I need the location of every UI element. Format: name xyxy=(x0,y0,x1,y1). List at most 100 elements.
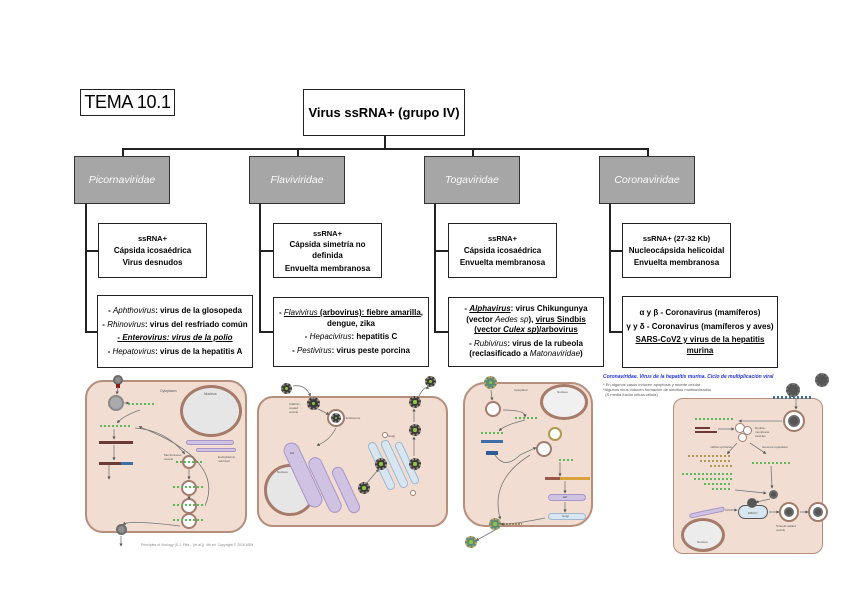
connector-corona xyxy=(647,148,649,156)
replication-complex xyxy=(181,480,197,496)
double-membrane-vesicle xyxy=(738,433,747,442)
label-cytoplasm: Cytoplasm xyxy=(160,389,177,393)
family-flaviviridae: Flaviviridae xyxy=(249,156,345,204)
species-item: - Pestivirus: virus peste porcina xyxy=(292,345,410,355)
cleaved-proteins-p3 xyxy=(121,462,133,465)
label-mrna-synthesis: mRNA synthesis xyxy=(710,445,733,449)
subgenomic-mrna xyxy=(704,483,732,485)
golgi-vesicle xyxy=(382,432,388,438)
arrow xyxy=(734,489,767,495)
label-membranous-vesicle: Membranous vesicle xyxy=(164,453,182,461)
root-node: Virus ssRNA+ (grupo IV) xyxy=(303,89,465,136)
arrow xyxy=(134,427,186,455)
species-coronaviridae: α y β - Coronavirus (mamíferos) γ y δ - … xyxy=(622,296,778,368)
arrow xyxy=(418,385,430,397)
label-er: ER xyxy=(563,495,568,499)
label-nucleus: Nucleus xyxy=(277,470,288,474)
info-genome: ssRNA+ xyxy=(488,233,517,243)
arrow xyxy=(494,447,537,463)
arrow xyxy=(500,517,546,526)
progeny-rna xyxy=(173,504,205,506)
topic-title: TEMA 10.1 xyxy=(80,89,175,116)
virion-released xyxy=(425,376,436,387)
species-item: α y β - Coronavirus (mamíferos) xyxy=(639,308,761,317)
structural-polyprotein-e xyxy=(560,477,590,480)
replication-spherule xyxy=(548,427,562,441)
replicating-rna xyxy=(176,461,204,463)
virion-maturing xyxy=(409,458,421,470)
arrow xyxy=(770,465,774,489)
connector-root-down xyxy=(384,136,386,149)
info-capsid: Cápsida simetría no definida xyxy=(289,239,366,260)
species-item: - Hepacivirus: hepatitis C xyxy=(304,332,398,341)
label-er: Endoplasmic reticulum xyxy=(218,455,236,463)
polyprotein xyxy=(99,441,133,444)
spine-flavi xyxy=(259,204,261,332)
subgenomic-mrna xyxy=(712,488,732,490)
label-nucleus: Nucleus xyxy=(204,392,217,396)
connector-flavi xyxy=(297,148,299,156)
branch-picorna-info xyxy=(85,250,98,252)
species-item: - Rhinovirus: virus del resfriado común xyxy=(102,319,248,329)
virion-immature xyxy=(375,458,387,470)
connector-picorna xyxy=(122,148,124,156)
figure-note: * En algunos casos inducen apoptosis y m… xyxy=(603,382,701,387)
endoplasmic-reticulum xyxy=(186,440,234,445)
virion-exocytosis xyxy=(409,396,421,408)
info-genome: ssRNA+ xyxy=(138,233,167,243)
connector-horizontal xyxy=(122,148,648,150)
pp1a xyxy=(695,427,710,429)
genome-rna xyxy=(695,418,735,420)
info-flaviviridae: ssRNA+ Cápsida simetría no definida Envu… xyxy=(273,223,382,278)
arrow xyxy=(316,427,337,446)
replication-spherule xyxy=(536,441,552,457)
endosome xyxy=(485,401,501,417)
virion-budding xyxy=(358,482,370,494)
arrow xyxy=(490,389,494,401)
species-item: γ y δ - Coronavirus (mamíferos y aves) xyxy=(626,321,774,331)
label-nucleus: Nucleus xyxy=(697,540,708,544)
virion-in-endosome xyxy=(331,413,341,423)
label-smooth-vesicle: Smooth-walled vesicle xyxy=(776,524,796,532)
nsp-complex xyxy=(486,451,498,455)
subgenomic-rna xyxy=(559,459,573,461)
nucleus xyxy=(681,518,725,552)
info-coronaviridae: ssRNA+ (27-32 Kb) Nucleocápsida helicoid… xyxy=(622,223,731,278)
label-genome-replication: Genome replication xyxy=(762,445,789,449)
cell-membrane xyxy=(463,382,593,527)
info-genome: ssRNA+ xyxy=(313,228,342,238)
connector-toga xyxy=(472,148,474,156)
endoplasmic-reticulum xyxy=(548,494,586,501)
info-genome: ssRNA+ (27-32 Kb) xyxy=(642,233,711,243)
info-envelope: Virus desnudos xyxy=(122,257,183,267)
branch-flavi-info xyxy=(259,250,273,252)
pp1ab xyxy=(695,431,717,433)
info-picornaviridae: ssRNA+ Cápsida icosaédrica Virus desnudo… xyxy=(98,223,207,278)
label-golgi: Golgi xyxy=(562,514,570,518)
negative-strands xyxy=(710,465,732,467)
species-item: - Rubivirus: virus de la rubeola (reclas… xyxy=(469,338,583,359)
label-clathrin-vesicle: Clathrin-coated vesicle xyxy=(289,402,301,414)
arrow xyxy=(116,409,141,424)
branch-corona-species xyxy=(609,331,623,333)
virion-mature xyxy=(409,424,421,436)
viral-rna xyxy=(481,432,503,434)
figure-caption-title: Coronaviridae. Virus de la hepatitis mur… xyxy=(603,374,774,380)
label-er: ER xyxy=(290,451,295,455)
species-item-highlight: SARS-CoV2 y virus de la hepatitis murina xyxy=(635,335,765,355)
branch-toga-species xyxy=(434,331,448,333)
branch-toga-info xyxy=(434,250,448,252)
family-coronaviridae: Coronaviridae xyxy=(599,156,695,204)
branch-corona-info xyxy=(609,250,623,252)
spine-picorna xyxy=(85,204,87,332)
label-endosome: Endosome xyxy=(346,416,361,420)
nucleus xyxy=(180,385,242,437)
genome-progeny xyxy=(752,462,792,464)
figure-note: (S media fusión célula-célula) xyxy=(603,392,658,397)
arrow xyxy=(726,442,738,455)
virion-released xyxy=(465,536,477,548)
arrow xyxy=(755,498,771,504)
label-cytoplasm: Cytoplasm xyxy=(514,388,529,392)
nucleus xyxy=(540,384,588,420)
endocytic-vesicle xyxy=(108,395,124,411)
